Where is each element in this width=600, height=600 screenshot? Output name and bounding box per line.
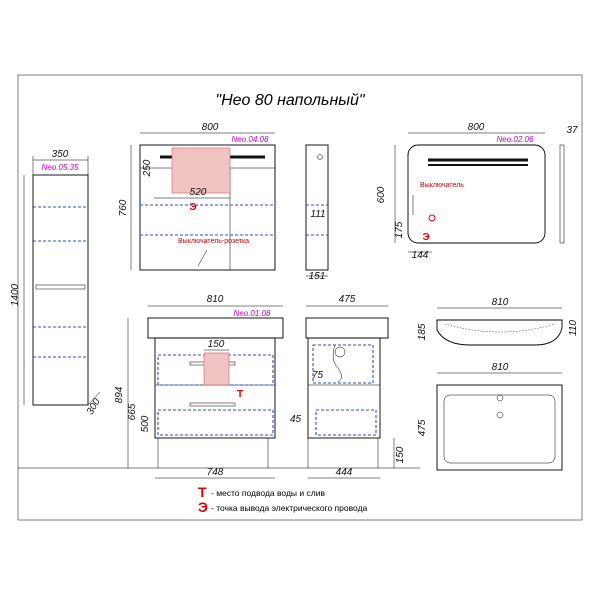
vanity-water-zone bbox=[203, 352, 230, 386]
mirror-depth: 37 bbox=[566, 125, 578, 136]
drawing-title: "Нео 80 напольный" bbox=[215, 92, 366, 109]
side-45: 45 bbox=[290, 414, 302, 425]
mc-socket-zone bbox=[171, 147, 231, 194]
legend-e-symbol: Э bbox=[198, 499, 208, 515]
basin-185: 185 bbox=[417, 323, 428, 340]
vanity-t-marker: Т bbox=[237, 389, 243, 400]
mc-model: Neo.04.08 bbox=[232, 135, 269, 144]
basin-top: 810 475 bbox=[417, 362, 563, 471]
vanity-body bbox=[154, 337, 276, 439]
legend: Т - место подвода воды и слив Э - точка … bbox=[198, 484, 368, 515]
mc-520: 520 bbox=[190, 187, 207, 198]
vanity-side: 475 75 45 444 150 bbox=[290, 294, 406, 479]
vanity-model: Neo.01.08 bbox=[234, 309, 271, 318]
vanity-665: 665 bbox=[127, 403, 138, 420]
basin-front: 810 185 110 bbox=[417, 297, 579, 346]
vanity-500: 500 bbox=[140, 415, 151, 432]
mc-111: 111 bbox=[310, 209, 325, 220]
vanity-894: 894 bbox=[114, 386, 125, 403]
mirror-model: Neo.02.06 bbox=[497, 135, 534, 144]
side-75: 75 bbox=[312, 370, 324, 381]
mirror: 800 Neo.02.06 37 600 Выключатель Э 144 1… bbox=[376, 122, 578, 261]
mirror-e-marker: Э bbox=[422, 232, 429, 243]
mirror-175: 175 bbox=[394, 221, 405, 238]
side-444: 444 bbox=[336, 467, 353, 478]
top-depth: 475 bbox=[417, 419, 428, 436]
vanity-front: Т 810 Neo.01.08 150 894 665 500 748 bbox=[114, 294, 284, 479]
pencil-case: 350 Neo.05.35 1400 300 bbox=[10, 149, 103, 417]
mirror-cabinet: 520 250 Э Выключатель-розетка 800 Neo.04… bbox=[118, 122, 276, 271]
mc-height: 760 bbox=[118, 199, 129, 216]
mc-body bbox=[139, 144, 276, 271]
mirror-side bbox=[559, 144, 565, 244]
side-depth: 475 bbox=[339, 294, 356, 305]
side-150: 150 bbox=[395, 446, 406, 463]
top-width: 810 bbox=[492, 362, 509, 373]
pencil-height: 1400 bbox=[10, 283, 21, 306]
mc-width: 800 bbox=[202, 122, 219, 133]
legend-t-text: - место подвода воды и слив bbox=[211, 488, 325, 498]
vanity-basin bbox=[147, 317, 284, 339]
vanity-748: 748 bbox=[207, 467, 224, 478]
mirror-cabinet-side: 111 151 bbox=[305, 144, 329, 282]
mirror-height: 600 bbox=[376, 186, 387, 203]
pencil-handle bbox=[35, 284, 86, 290]
mirror-switch-label: Выключатель bbox=[420, 182, 464, 189]
vanity-150: 150 bbox=[208, 339, 225, 350]
legend-t-symbol: Т bbox=[198, 484, 207, 500]
mirror-body bbox=[407, 144, 546, 244]
basin-110: 110 bbox=[568, 320, 579, 336]
basin-width: 810 bbox=[492, 297, 509, 308]
frame-border bbox=[17, 74, 583, 521]
vanity-width: 810 bbox=[207, 294, 224, 305]
legend-e-text: - точка вывода электрического провода bbox=[211, 503, 368, 513]
mc-e-marker: Э bbox=[189, 202, 196, 213]
mirror-144: 144 bbox=[412, 250, 429, 261]
pencil-body bbox=[32, 174, 89, 406]
pencil-model: Neo.05.35 bbox=[42, 163, 79, 172]
mc-151: 151 bbox=[309, 271, 326, 282]
mc-switch-socket-label: Выключатель-розетка bbox=[178, 238, 249, 245]
mirror-width: 800 bbox=[468, 122, 485, 133]
pencil-width: 350 bbox=[52, 149, 69, 160]
mc-250: 250 bbox=[142, 159, 153, 177]
